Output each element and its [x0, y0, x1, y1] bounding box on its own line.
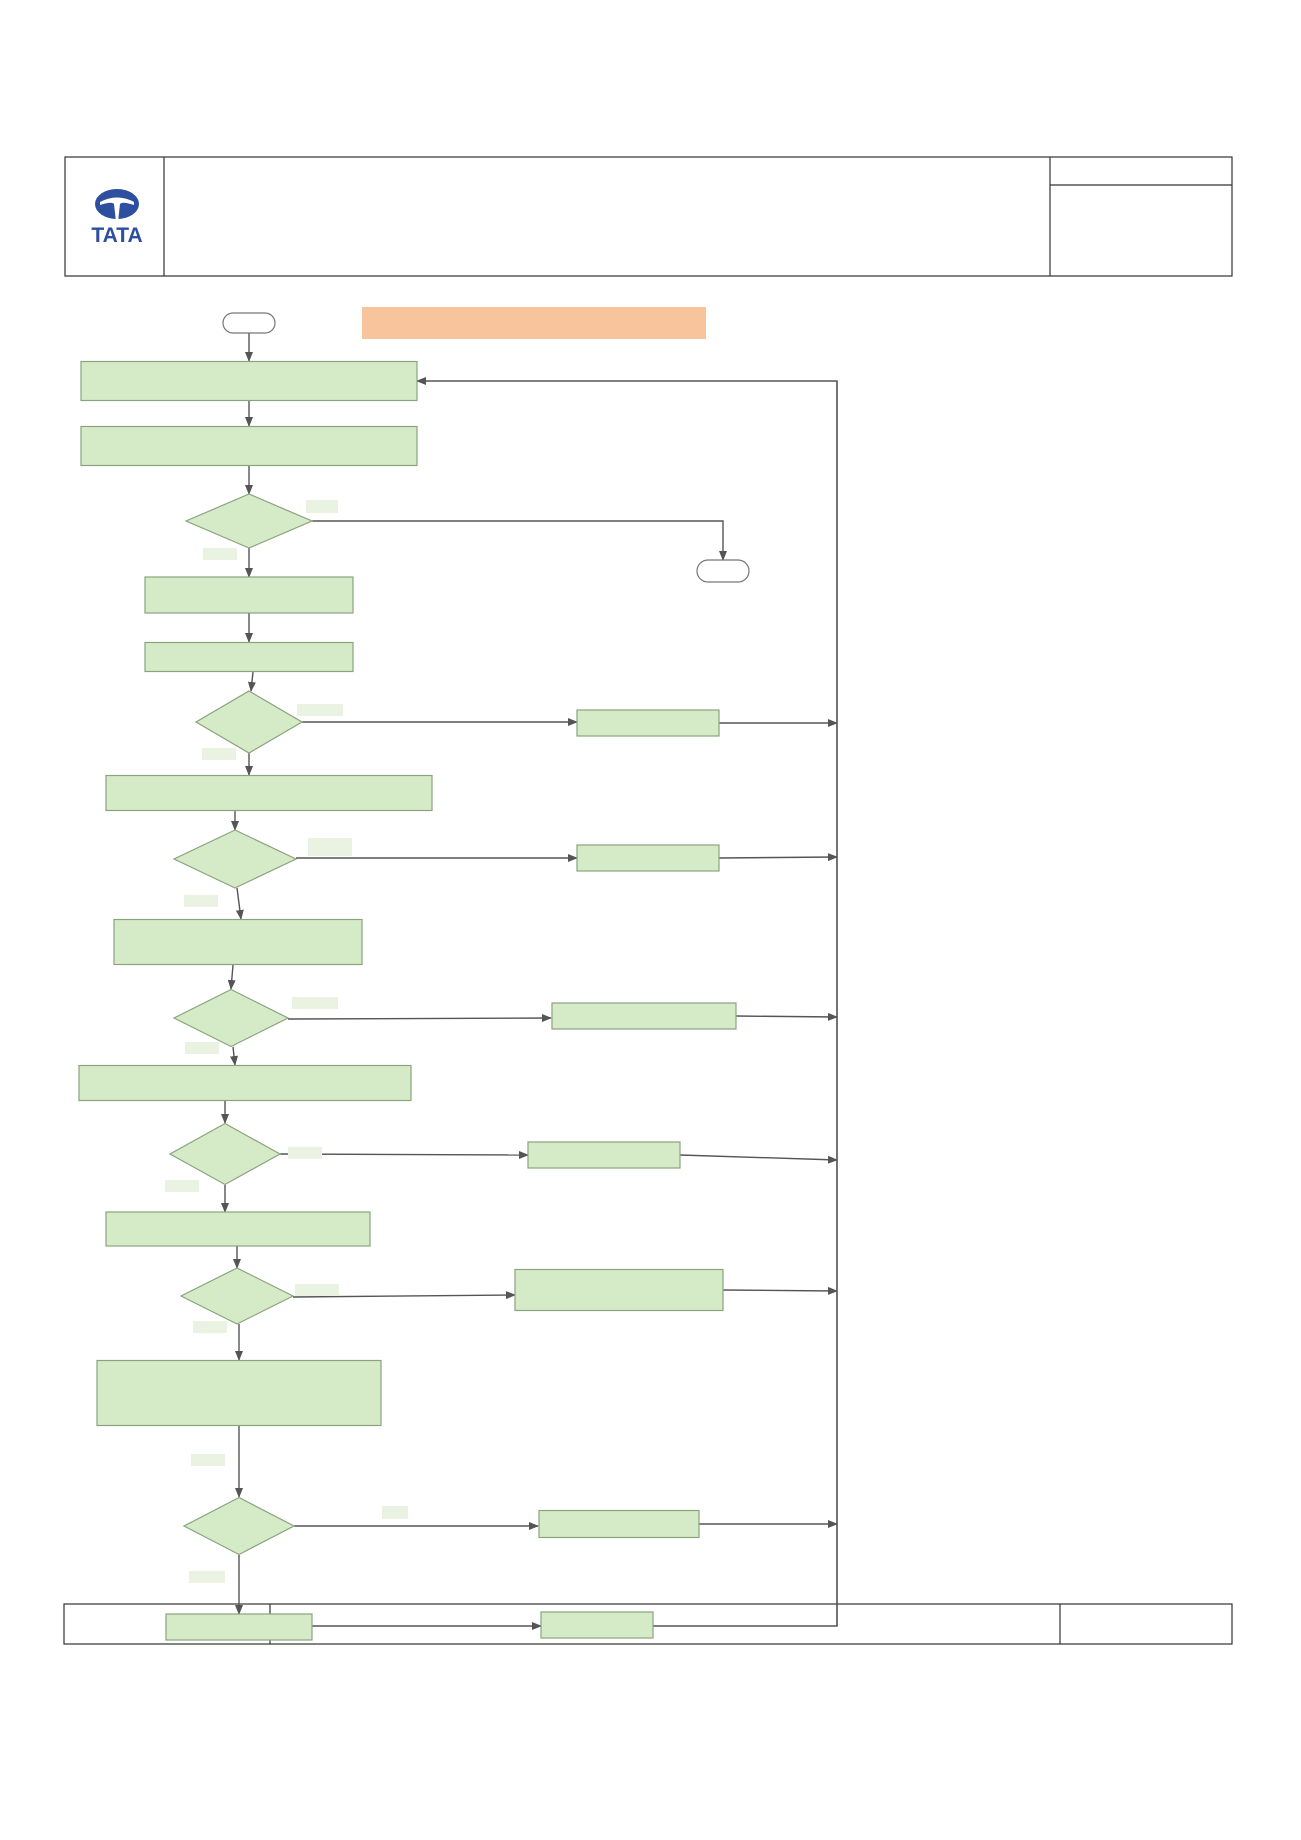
process-box: [113, 918, 363, 966]
flow-node-d4: [172, 988, 290, 1048]
edge-d1-end: [312, 520, 727, 561]
flow-node-end: [696, 559, 750, 583]
terminal-oval: [696, 559, 750, 583]
tata-logo-icon: TATA: [91, 189, 143, 247]
process-box: [96, 1359, 382, 1427]
decision-diamond: [168, 1122, 282, 1186]
edge-label-plate-10: [165, 1180, 199, 1192]
edge-label-plate-14: [382, 1506, 408, 1519]
flow-node-p9: [96, 1359, 382, 1427]
edge-d6-r6: [292, 1291, 516, 1300]
edge-label-plate-11: [295, 1284, 339, 1296]
edge-label-plate-13: [191, 1454, 225, 1466]
flow-node-r2: [576, 709, 720, 737]
edge-r6-p1: [722, 1286, 838, 1295]
edge-label-plate-5: [308, 838, 352, 856]
flow-node-r7: [538, 1509, 700, 1539]
flow-node-start: [222, 312, 276, 334]
flow-node-p10: [165, 1613, 313, 1641]
flow-node-r8: [540, 1611, 654, 1639]
flowchart-nodes: [78, 307, 750, 1641]
decision-diamond: [184, 493, 314, 549]
flowchart-edge-labels: [165, 500, 408, 1583]
flow-node-banner: [362, 307, 706, 339]
flow-node-p3: [144, 576, 354, 614]
flow-node-p6: [113, 918, 363, 966]
flow-node-r5: [527, 1141, 681, 1169]
decision-diamond: [194, 690, 304, 754]
process-box: [105, 1211, 371, 1247]
process-box: [576, 844, 720, 872]
decision-diamond: [179, 1267, 295, 1325]
process-box: [105, 774, 433, 812]
flow-node-r6: [514, 1268, 724, 1312]
flowchart-edges: [221, 333, 838, 1630]
flow-node-p8: [105, 1211, 371, 1247]
flow-node-d6: [179, 1267, 295, 1325]
process-box: [527, 1141, 681, 1169]
edge-r4-p1: [735, 1012, 838, 1021]
flow-node-p5: [105, 774, 433, 812]
edge-label-plate-3: [297, 704, 343, 716]
edge-label-plate-2: [203, 548, 237, 560]
process-box: [576, 709, 720, 737]
edge-d4-p7: [230, 1046, 238, 1066]
tata-logo-text: TATA: [91, 224, 142, 247]
edge-label-plate-7: [292, 997, 338, 1009]
flow-node-p2: [80, 425, 418, 467]
edge-label-plate-1: [306, 500, 338, 513]
flow-node-r3: [576, 844, 720, 872]
title-banner: [362, 307, 706, 339]
process-box: [165, 1613, 313, 1641]
footer-frame: [63, 1603, 1233, 1645]
edge-p6-d4: [227, 964, 236, 990]
header-frame: [64, 156, 1233, 277]
edge-label-plate-4: [202, 748, 236, 760]
edge-r3-p1: [718, 853, 838, 862]
document-header: TATA: [64, 156, 1233, 277]
process-box: [80, 425, 418, 467]
terminal-oval: [222, 312, 276, 334]
edge-label-plate-6: [184, 895, 218, 907]
edge-p4-d2: [247, 671, 256, 692]
flow-node-d5: [168, 1122, 282, 1186]
edge-d4-r4: [287, 1014, 552, 1023]
process-box: [538, 1509, 700, 1539]
edge-d3-p6: [235, 887, 244, 920]
flow-node-p4: [144, 641, 354, 673]
process-box: [78, 1064, 412, 1102]
process-box: [551, 1002, 737, 1030]
decision-diamond: [172, 829, 298, 889]
process-box: [144, 576, 354, 614]
edge-r5-p1: [679, 1154, 838, 1164]
process-box: [514, 1268, 724, 1312]
decision-diamond: [182, 1496, 296, 1556]
edge-label-plate-9: [288, 1147, 322, 1159]
process-box: [80, 360, 418, 402]
flow-node-r4: [551, 1002, 737, 1030]
decision-diamond: [172, 988, 290, 1048]
edge-label-plate-8: [185, 1042, 219, 1054]
edge-label-plate-12: [193, 1321, 227, 1333]
flow-node-d7: [182, 1496, 296, 1556]
edge-label-plate-15: [189, 1571, 225, 1583]
flow-node-d1: [184, 493, 314, 549]
flow-node-p7: [78, 1064, 412, 1102]
process-box: [144, 641, 354, 673]
flow-node-d3: [172, 829, 298, 889]
process-box: [540, 1611, 654, 1639]
flow-node-p1: [80, 360, 418, 402]
flow-node-d2: [194, 690, 304, 754]
